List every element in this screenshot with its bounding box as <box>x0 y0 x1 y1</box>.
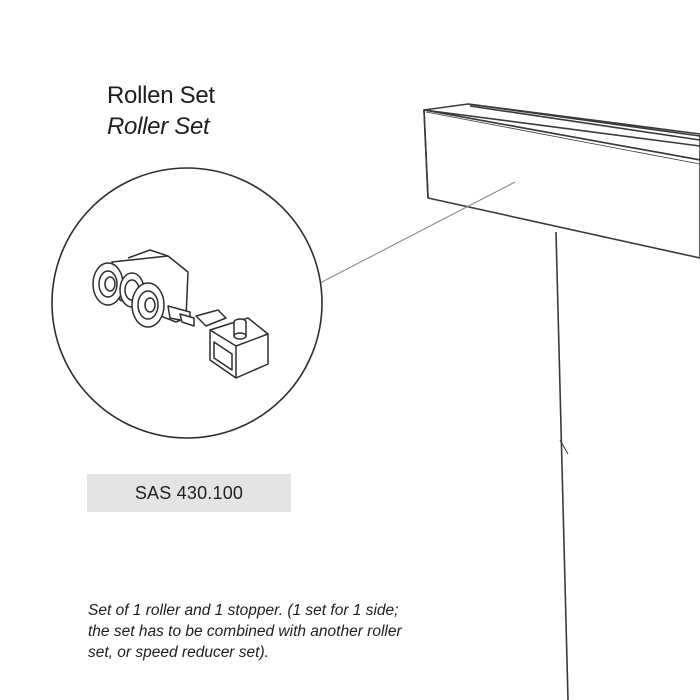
description-line: set, or speed reducer set). <box>88 644 269 661</box>
product-code-badge: SAS 430.100 <box>87 474 291 512</box>
title-english: Roller Set <box>107 113 210 140</box>
title-german: Rollen Set <box>107 82 215 109</box>
product-description: Set of 1 roller and 1 stopper. (1 set fo… <box>88 600 488 663</box>
description-line: the set has to be combined with another … <box>88 623 402 640</box>
stopper-assembly <box>195 309 269 379</box>
door-panel <box>555 231 569 700</box>
door-rail <box>423 103 700 259</box>
roller-assembly <box>92 249 195 328</box>
description-line: Set of 1 roller and 1 stopper. (1 set fo… <box>88 602 399 619</box>
leader-line <box>319 181 516 284</box>
product-code: SAS 430.100 <box>134 482 244 503</box>
